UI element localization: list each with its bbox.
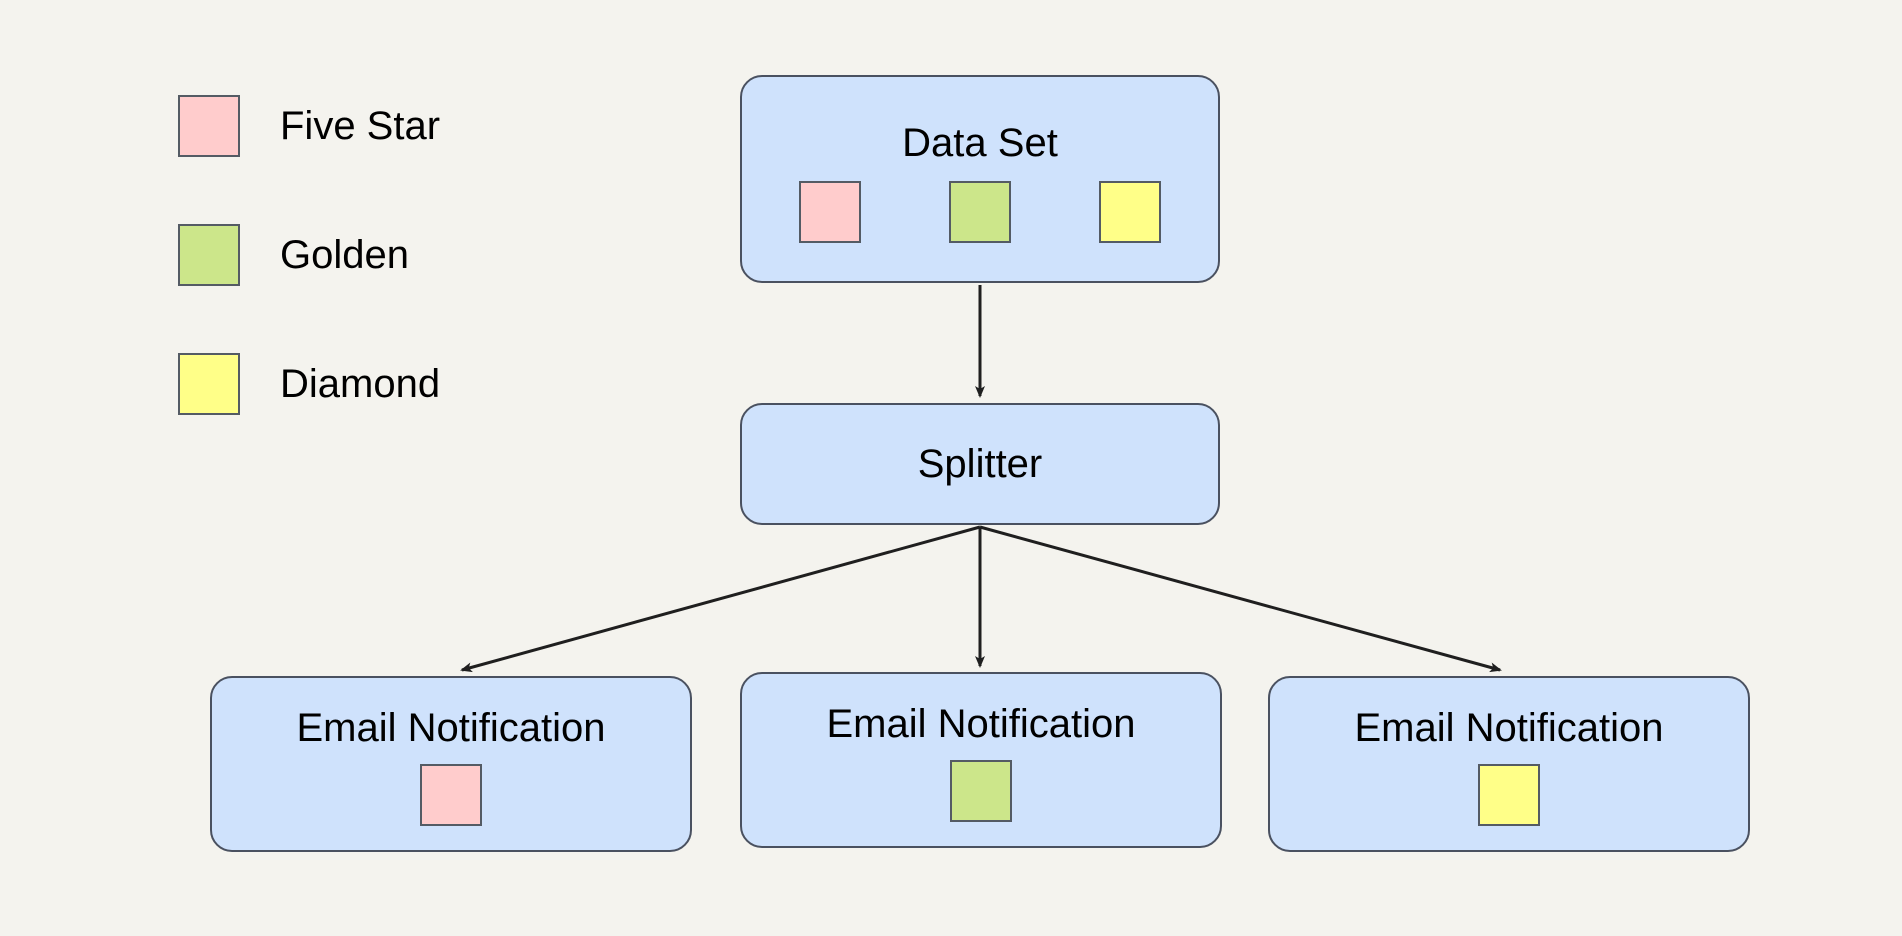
legend-swatch-golden <box>178 224 240 286</box>
edge-splitter-to-email-1 <box>460 525 981 673</box>
email-swatch-golden <box>950 760 1012 822</box>
legend-label-five-star: Five Star <box>280 104 441 148</box>
node-email-notification-golden[interactable]: Email Notification <box>740 672 1222 848</box>
legend-item-five-star: Five Star <box>178 95 508 157</box>
legend: Five Star Golden Diamond <box>178 95 508 482</box>
node-email-notification-five-star[interactable]: Email Notification <box>210 676 692 852</box>
email-swatch-five-star <box>420 764 482 826</box>
node-data-set[interactable]: Data Set <box>740 75 1220 283</box>
legend-item-diamond: Diamond <box>178 353 508 415</box>
legend-label-golden: Golden <box>280 233 409 277</box>
node-splitter[interactable]: Splitter <box>740 403 1220 525</box>
node-email-notification-diamond[interactable]: Email Notification <box>1268 676 1750 852</box>
node-email-notification-title: Email Notification <box>296 706 606 750</box>
node-email-swatches <box>420 764 482 826</box>
email-swatch-diamond <box>1478 764 1540 826</box>
node-email-notification-title: Email Notification <box>1354 706 1664 750</box>
legend-item-golden: Golden <box>178 224 508 286</box>
data-set-swatch-golden <box>949 181 1011 243</box>
node-data-set-title: Data Set <box>902 121 1058 165</box>
node-email-swatches <box>950 760 1012 822</box>
node-email-notification-title: Email Notification <box>826 702 1136 746</box>
legend-label-diamond: Diamond <box>280 362 441 406</box>
node-data-set-swatches <box>799 181 1161 243</box>
data-set-swatch-diamond <box>1099 181 1161 243</box>
data-set-swatch-five-star <box>799 181 861 243</box>
node-email-swatches <box>1478 764 1540 826</box>
legend-swatch-five-star <box>178 95 240 157</box>
legend-swatch-diamond <box>178 353 240 415</box>
edge-splitter-to-email-3 <box>979 525 1502 673</box>
node-splitter-title: Splitter <box>917 442 1043 486</box>
